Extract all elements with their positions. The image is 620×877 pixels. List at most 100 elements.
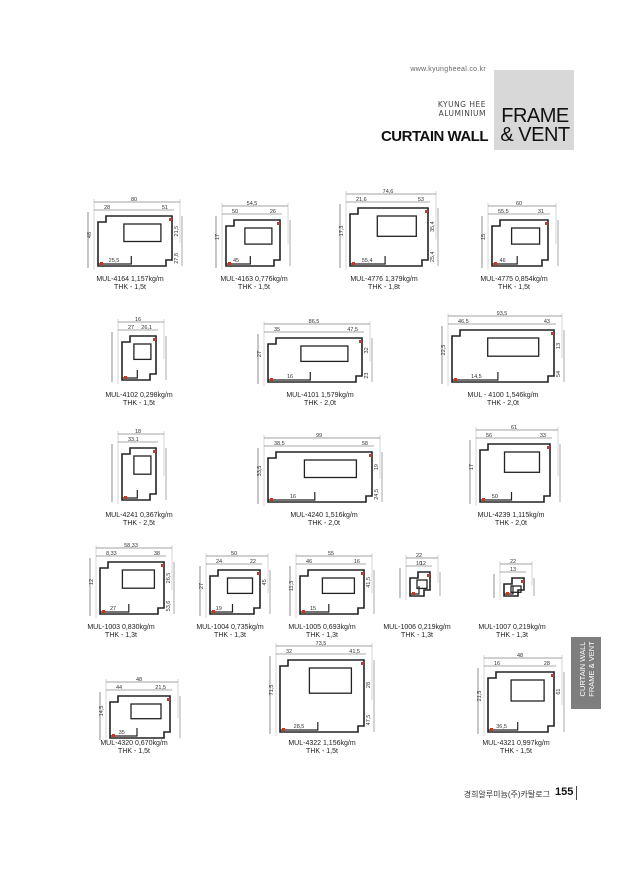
dimension-label: 54,5	[247, 201, 258, 207]
dimension-label: 86,5	[309, 319, 320, 325]
brand-line-1: KYUNG HEE	[437, 100, 486, 109]
profile-outline	[409, 571, 431, 597]
dimension-label: 19	[216, 606, 222, 612]
profile-outline	[299, 569, 365, 615]
profile-thickness: THK - 1,3t	[496, 632, 528, 639]
dimension-label: 32	[286, 649, 292, 655]
brand-name: KYUNG HEE ALUMINIUM	[380, 100, 486, 118]
dimension-label: 55,5	[498, 209, 509, 215]
profile-code-weight: MUL - 4100 1,546kg/m	[453, 392, 553, 400]
profile-code-weight: MUL-1006 0,219kg/m	[367, 624, 467, 632]
profile-code-weight: MUL-1007 0,219kg/m	[462, 624, 562, 632]
dimension-label: 27	[257, 351, 263, 357]
brand-line-2: ALUMINIUM	[438, 109, 486, 118]
profile-weight: 1,379kg/m	[384, 276, 418, 283]
profile-outline	[491, 219, 549, 267]
profile-code-weight: MUL-4320 0,670kg/m	[84, 740, 184, 748]
dimension-label: 27	[110, 606, 116, 612]
dimension-label: 33,1	[128, 437, 139, 443]
dimension-label: 61	[556, 689, 562, 695]
dimension-label: 16	[135, 317, 141, 323]
profile-thickness: THK - 1,5t	[123, 400, 155, 407]
profile-thickness: THK - 1,5t	[114, 284, 146, 291]
profile-code: MUL-1005	[288, 624, 322, 631]
page-title-line-1: FRAME	[501, 105, 569, 127]
dimension-label: 50	[232, 209, 238, 215]
profile-code: MUL-4101	[286, 392, 320, 399]
dimension-label: 53,6	[166, 601, 172, 612]
profile-thickness: THK - 1,5t	[500, 748, 532, 755]
dimension-label: 26,1	[141, 325, 152, 331]
side-section-tab[interactable]: CURTAIN WALL FRAME & VENT	[571, 637, 601, 709]
profile-outline	[279, 659, 365, 733]
dimension-label: 31	[538, 209, 544, 215]
dimension-label: 8,33	[106, 551, 117, 557]
dimension-label: 15	[310, 606, 316, 612]
dimension-label: 36,5	[496, 724, 507, 730]
dimension-label: 55,4	[362, 258, 373, 264]
dimension-label: 47,5	[347, 327, 358, 333]
footer-divider	[576, 786, 577, 800]
profile-code-weight: MUL-4239 1,115kg/m	[461, 512, 561, 520]
profile-code: MUL-4322	[288, 740, 322, 747]
dimension-label: 55	[328, 551, 334, 557]
profile-outline	[209, 569, 261, 615]
dimension-label: 58	[362, 441, 368, 447]
profile-outline	[451, 329, 555, 383]
profile-thickness: THK - 1,3t	[105, 632, 137, 639]
profile-code: MUL-4776	[350, 276, 384, 283]
dimension-label: 45	[262, 579, 268, 585]
profile-thickness: THK - 1,8t	[368, 284, 400, 291]
profile-thickness: THK - 1,3t	[401, 632, 433, 639]
profile-weight: 0,219kg/m	[512, 624, 546, 631]
dimension-label: 41,5	[349, 649, 360, 655]
profile-thickness: THK - 1,5t	[498, 284, 530, 291]
dimension-label: 53	[418, 197, 424, 203]
profile-thickness: THK - 2,0t	[495, 520, 527, 527]
dimension-label: 16	[290, 494, 296, 500]
dimension-label: 21,6	[356, 197, 367, 203]
dimension-label: 14,5	[471, 374, 482, 380]
dimension-label: 19	[374, 464, 380, 470]
dimension-label: 74,6	[383, 189, 394, 195]
profile-outline	[109, 695, 171, 739]
dimension-label: 22	[416, 553, 422, 559]
dimension-label: 43	[544, 319, 550, 325]
profile-code: MUL-4321	[482, 740, 516, 747]
series-title: CURTAIN WALL	[380, 128, 489, 145]
dimension-label: 14,5	[99, 706, 105, 717]
dimension-label: 23	[364, 373, 370, 379]
profile-code: MUL-1003	[87, 624, 121, 631]
profile-code: MUL-4320	[100, 740, 134, 747]
profile-thickness: THK - 1,3t	[306, 632, 338, 639]
profile-code-weight: MUL-4101 1,579kg/m	[270, 392, 370, 400]
dimension-label: 15	[481, 234, 487, 240]
profile-outline	[225, 219, 281, 267]
profile-code-weight: MUL-1003 0,830kg/m	[71, 624, 171, 632]
dimension-label: 28,5	[294, 724, 305, 730]
dimension-label: 21,5	[174, 226, 180, 237]
